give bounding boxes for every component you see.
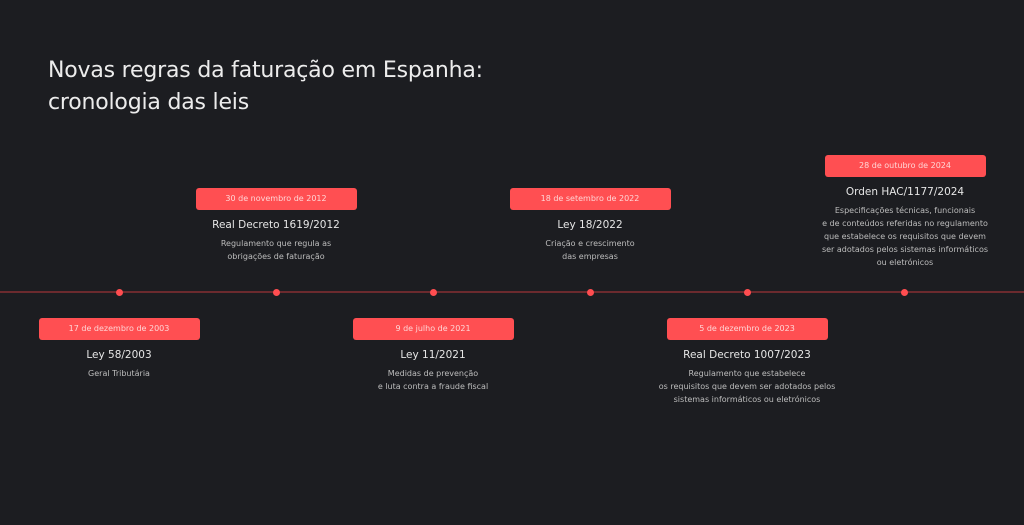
event-title: Ley 11/2021	[400, 349, 466, 361]
timeline-dot-2021	[430, 288, 437, 296]
timeline-event-ley-58-2003: 17 de dezembro de 2003 Ley 58/2003 Geral…	[0, 318, 249, 380]
date-badge: 5 de dezembro de 2023	[666, 318, 828, 340]
date-badge: 28 de outubro de 2024	[824, 155, 986, 177]
date-badge: 17 de dezembro de 2003	[38, 318, 200, 340]
timeline-dot-2003	[116, 288, 123, 296]
timeline-event-rd-1007-2023: 5 de dezembro de 2023 Real Decreto 1007/…	[617, 318, 877, 406]
event-description: Regulamento que estabelece os requisitos…	[658, 369, 836, 404]
timeline-dot-2023	[744, 288, 751, 296]
event-title: Real Decreto 1007/2023	[683, 349, 811, 361]
timeline-dot-2012	[273, 288, 280, 296]
date-badge: 30 de novembro de 2012	[195, 188, 357, 210]
page-title-line-1: Novas regras da faturação em Espanha:	[48, 58, 483, 83]
event-title: Orden HAC/1177/2024	[845, 186, 965, 198]
event-title: Real Decreto 1619/2012	[212, 219, 340, 231]
timeline-dot-2022	[587, 288, 594, 296]
event-description: Criação e crescimento das empresas	[545, 239, 635, 261]
event-description: Geral Tributária	[88, 369, 150, 378]
timeline-event-ley-11-2021: 9 de julho de 2021 Ley 11/2021 Medidas d…	[303, 318, 563, 393]
event-description: Medidas de prevenção e luta contra a fra…	[377, 369, 489, 391]
timeline-axis	[0, 291, 1024, 293]
timeline-event-orden-hac-1177-2024: 28 de outubro de 2024 Orden HAC/1177/202…	[775, 155, 1024, 269]
event-description: Regulamento que regula as obrigações de …	[220, 239, 332, 261]
timeline-event-rd-1619-2012: 30 de novembro de 2012 Real Decreto 1619…	[146, 188, 406, 263]
page-title-line-2: cronologia das leis	[48, 90, 249, 115]
timeline-event-ley-18-2022: 18 de setembro de 2022 Ley 18/2022 Criaç…	[460, 188, 720, 263]
timeline-dot-2024	[901, 288, 908, 296]
date-badge: 18 de setembro de 2022	[509, 188, 671, 210]
event-description: Especificações técnicas, funcionais e de…	[821, 206, 989, 267]
page-title: Novas regras da faturação em Espanha: cr…	[48, 55, 483, 119]
event-title: Ley 58/2003	[86, 349, 152, 361]
event-title: Ley 18/2022	[557, 219, 623, 231]
date-badge: 9 de julho de 2021	[352, 318, 514, 340]
